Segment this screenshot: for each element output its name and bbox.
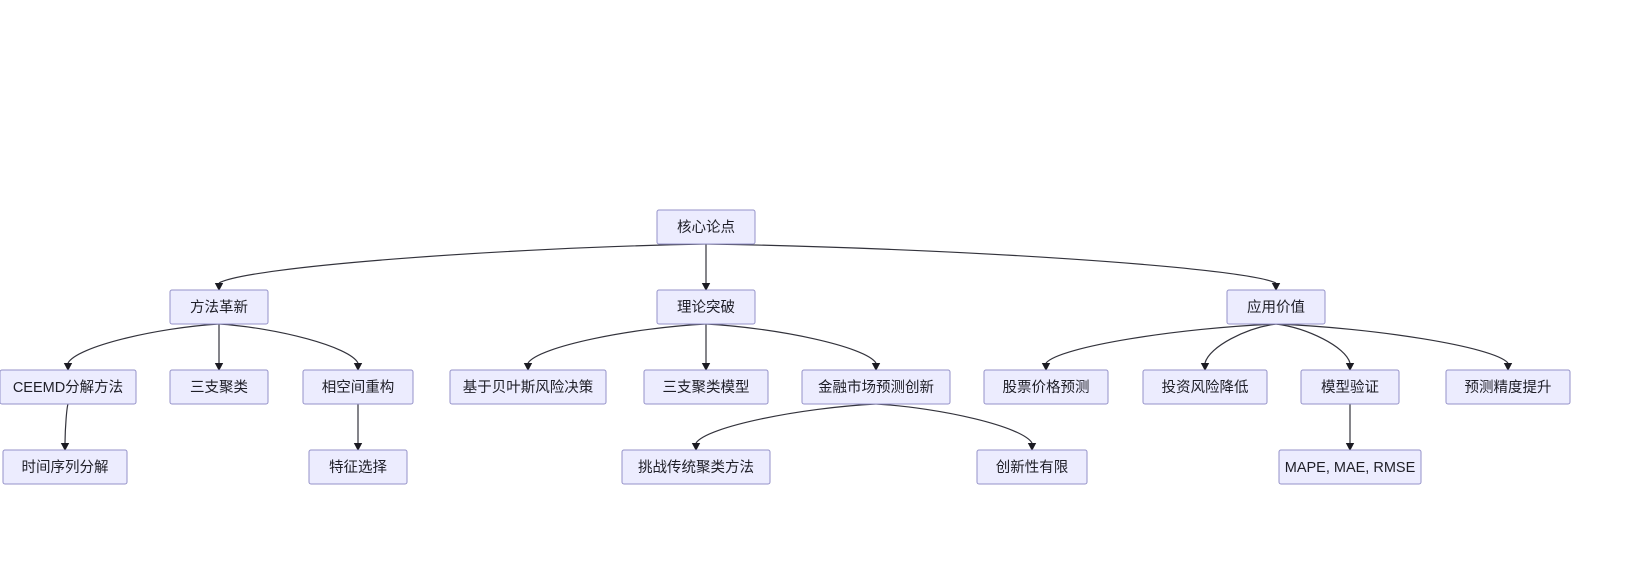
- node-accuracy[interactable]: 预测精度提升: [1445, 369, 1571, 405]
- node-metrics[interactable]: MAPE, MAE, RMSE: [1278, 449, 1422, 485]
- node-label-accuracy: 预测精度提升: [1465, 379, 1552, 396]
- node-box-challenge[interactable]: [621, 449, 771, 485]
- edge--to-: [218, 323, 359, 364]
- edge--to-: [695, 403, 877, 444]
- edge--to-: [875, 403, 1033, 444]
- node-label-risk: 投资风险降低: [1162, 379, 1249, 396]
- arrowhead-mape-mae-rmse: [1345, 443, 1355, 451]
- edge--to-: [705, 243, 1277, 284]
- arrowhead-: [214, 283, 224, 291]
- node-tsdecomp[interactable]: 时间序列分解: [2, 449, 128, 485]
- edge--to-: [527, 323, 707, 364]
- node-label-ceemd: CEEMD分解方法: [13, 379, 123, 396]
- arrowhead-: [871, 363, 881, 371]
- arrowhead-: [691, 443, 701, 451]
- node-label-stock: 股票价格预测: [1003, 379, 1090, 396]
- arrowhead-: [353, 363, 363, 371]
- arrowhead-: [214, 363, 224, 371]
- node-label-tsdecomp: 时间序列分解: [22, 459, 109, 476]
- node-root[interactable]: 核心论点: [656, 209, 756, 245]
- arrowhead-: [1503, 363, 1513, 371]
- node-box-theory[interactable]: [656, 289, 756, 325]
- node-threeway[interactable]: 三支聚类: [169, 369, 269, 405]
- node-stock[interactable]: 股票价格预测: [983, 369, 1109, 405]
- node-label-method: 方法革新: [190, 299, 248, 316]
- edge--to-: [705, 323, 877, 364]
- node-box-root[interactable]: [656, 209, 756, 245]
- arrowhead-: [1200, 363, 1210, 371]
- node-box-metrics[interactable]: [1278, 449, 1422, 485]
- node-box-stock[interactable]: [983, 369, 1109, 405]
- node-label-bayes: 基于贝叶斯风险决策: [463, 379, 594, 396]
- node-finance[interactable]: 金融市场预测创新: [801, 369, 951, 405]
- node-box-limited[interactable]: [976, 449, 1088, 485]
- node-label-validate: 模型验证: [1321, 379, 1379, 396]
- node-box-application[interactable]: [1226, 289, 1326, 325]
- node-label-root: 核心论点: [677, 219, 735, 236]
- edge--to-: [1275, 323, 1351, 364]
- node-method[interactable]: 方法革新: [169, 289, 269, 325]
- arrowhead-ceemd: [63, 363, 73, 371]
- node-box-phase[interactable]: [302, 369, 414, 405]
- arrowhead-: [1345, 363, 1355, 371]
- node-challenge[interactable]: 挑战传统聚类方法: [621, 449, 771, 485]
- node-label-featsel: 特征选择: [329, 459, 387, 476]
- node-box-accuracy[interactable]: [1445, 369, 1571, 405]
- arrowhead-: [353, 443, 363, 451]
- edge--to-: [1045, 323, 1277, 364]
- node-featsel[interactable]: 特征选择: [308, 449, 408, 485]
- edge-ceemd-to-: [64, 403, 69, 444]
- arrowhead-: [60, 443, 70, 451]
- node-label-twmodel: 三支聚类模型: [663, 379, 750, 396]
- node-label-limited: 创新性有限: [996, 459, 1069, 476]
- edge--to-: [1275, 323, 1509, 364]
- node-box-twmodel[interactable]: [643, 369, 769, 405]
- arrowhead-: [1271, 283, 1281, 291]
- node-label-challenge: 挑战传统聚类方法: [638, 459, 754, 476]
- node-label-phase: 相空间重构: [322, 379, 395, 396]
- node-ceemd[interactable]: CEEMD分解方法: [0, 369, 137, 405]
- node-validate[interactable]: 模型验证: [1300, 369, 1400, 405]
- edge--to-: [218, 243, 707, 284]
- node-box-ceemd[interactable]: [0, 369, 137, 405]
- arrowhead-: [523, 363, 533, 371]
- node-limited[interactable]: 创新性有限: [976, 449, 1088, 485]
- arrowhead-: [701, 283, 711, 291]
- node-label-finance: 金融市场预测创新: [818, 379, 934, 396]
- node-box-validate[interactable]: [1300, 369, 1400, 405]
- node-label-threeway: 三支聚类: [190, 379, 248, 396]
- node-box-bayes[interactable]: [449, 369, 607, 405]
- node-box-method[interactable]: [169, 289, 269, 325]
- node-twmodel[interactable]: 三支聚类模型: [643, 369, 769, 405]
- node-box-featsel[interactable]: [308, 449, 408, 485]
- node-application[interactable]: 应用价值: [1226, 289, 1326, 325]
- node-label-metrics: MAPE, MAE, RMSE: [1285, 460, 1416, 476]
- arrowhead-: [1041, 363, 1051, 371]
- node-box-tsdecomp[interactable]: [2, 449, 128, 485]
- node-theory[interactable]: 理论突破: [656, 289, 756, 325]
- edges-layer: [60, 243, 1513, 451]
- edge--to-ceemd: [67, 323, 220, 364]
- arrowhead-: [701, 363, 711, 371]
- node-phase[interactable]: 相空间重构: [302, 369, 414, 405]
- node-box-risk[interactable]: [1142, 369, 1268, 405]
- node-box-finance[interactable]: [801, 369, 951, 405]
- node-label-application: 应用价值: [1247, 298, 1305, 316]
- node-box-threeway[interactable]: [169, 369, 269, 405]
- edge--to-: [1204, 323, 1277, 364]
- node-label-theory: 理论突破: [677, 299, 735, 316]
- arrowhead-: [1027, 443, 1037, 451]
- node-bayes[interactable]: 基于贝叶斯风险决策: [449, 369, 607, 405]
- node-risk[interactable]: 投资风险降低: [1142, 369, 1268, 405]
